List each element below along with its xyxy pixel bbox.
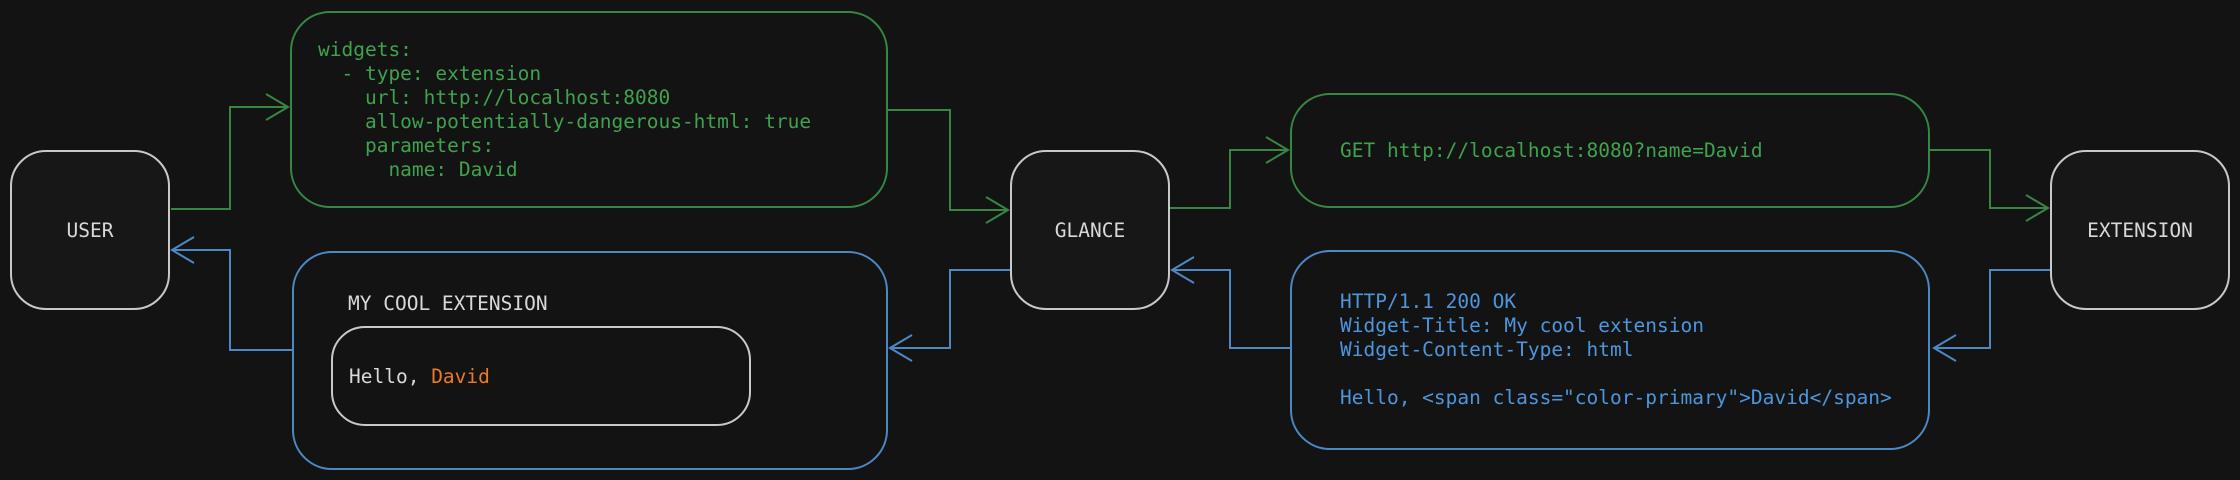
node-extension-label: EXTENSION	[2087, 218, 2193, 242]
node-user-label: USER	[66, 218, 114, 242]
config-code-line: url: http://localhost:8080	[318, 85, 671, 109]
glance-to-request-arrowhead-icon	[1265, 136, 1290, 164]
http-response-line: Hello, <span class="color-primary">David…	[1340, 386, 1892, 409]
greeting-name-text: David	[431, 364, 490, 388]
widget-title: MY COOL EXTENSION	[348, 292, 548, 315]
http-response-line	[1340, 362, 1928, 386]
http-response-box: HTTP/1.1 200 OK Widget-Title: My cool ex…	[1290, 250, 1930, 450]
http-request-box: GET http://localhost:8080?name=David	[1290, 93, 1930, 208]
config-to-glance-arrowhead-icon	[985, 196, 1010, 224]
config-code-line: - type: extension	[318, 61, 542, 85]
http-response-line: Widget-Content-Type: html	[1340, 338, 1634, 361]
config-code-lines: widgets: - type: extension url: http://l…	[318, 13, 886, 206]
config-to-glance-arrow-line	[888, 109, 1008, 211]
request-to-extension-arrow-line	[1930, 149, 2048, 209]
glance-to-request-arrow-line	[1170, 149, 1288, 209]
http-response-line: Widget-Title: My cool extension	[1340, 314, 1704, 337]
config-code-box: widgets: - type: extension url: http://l…	[290, 11, 888, 208]
response-to-glance-arrowhead-icon	[1170, 256, 1195, 284]
http-response-line: HTTP/1.1 200 OK	[1340, 290, 1517, 313]
config-code-line: widgets:	[318, 37, 412, 61]
config-code-line: name: David	[318, 157, 518, 181]
extension-to-response-arrow-line	[1934, 269, 2050, 349]
node-glance: GLANCE	[1010, 150, 1170, 310]
request-to-extension-arrowhead-icon	[2025, 194, 2050, 222]
widget-to-user-arrowhead-icon	[170, 236, 195, 264]
greeting-prefix-text: Hello,	[349, 364, 432, 388]
glance-to-widget-arrowhead-icon	[888, 334, 913, 362]
widget-greeting-box: Hello, David	[331, 326, 751, 426]
http-response-lines: HTTP/1.1 200 OK Widget-Title: My cool ex…	[1340, 252, 1928, 448]
extension-to-response-arrowhead-icon	[1932, 334, 1957, 362]
node-glance-label: GLANCE	[1054, 218, 1126, 242]
config-code-line: parameters:	[318, 133, 495, 157]
user-to-config-arrowhead-icon	[265, 93, 290, 121]
config-code-line: allow-potentially-dangerous-html: true	[318, 109, 812, 133]
glance-to-widget-arrow-line	[890, 269, 1010, 349]
http-request-text: GET http://localhost:8080?name=David	[1340, 138, 1763, 162]
node-extension: EXTENSION	[2050, 150, 2230, 310]
node-user: USER	[10, 150, 170, 310]
widget-preview-box: MY COOL EXTENSION Hello, David	[292, 251, 888, 470]
user-to-config-arrow-line	[171, 106, 288, 210]
response-to-glance-arrow-line	[1172, 269, 1290, 349]
widget-to-user-arrow-line	[172, 249, 292, 351]
